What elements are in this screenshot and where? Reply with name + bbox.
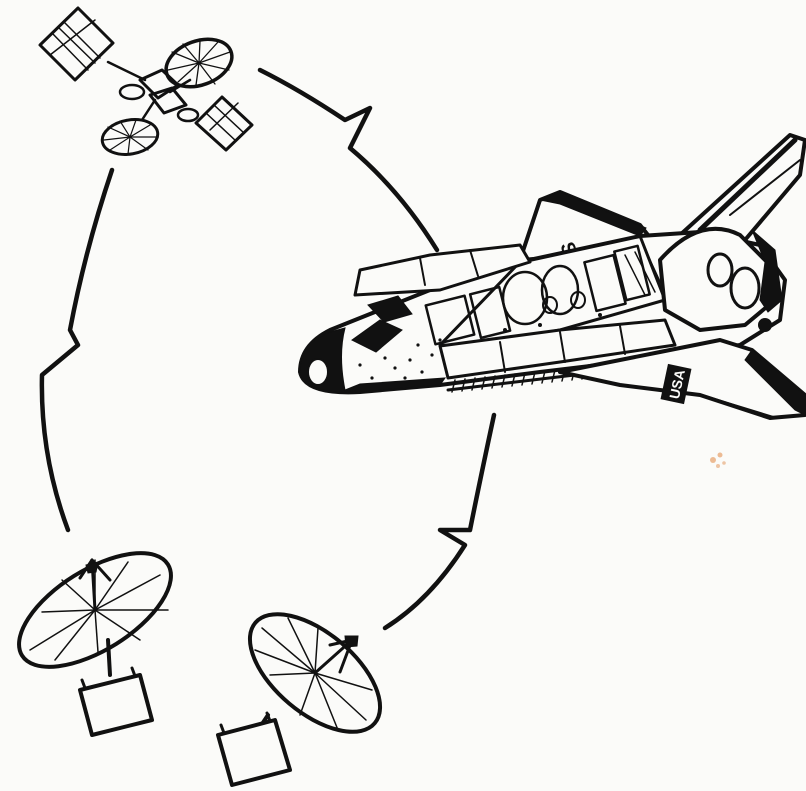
space-shuttle: S [300,135,805,418]
ground-station-right [218,592,400,785]
satellite-boom [108,62,145,80]
satellite-body [120,70,198,121]
satellite-dish-small [99,100,160,159]
ground-dish-left-pedestal [108,640,110,675]
satellite-dish-large [160,31,239,96]
shuttle-tail-fin [680,135,805,240]
ground-equipment-box-left [80,668,152,735]
signal-link-satellite-to-left-station [42,170,112,530]
signal-link-shuttle-to-right-station [385,415,494,628]
satellite-solar-panel-left [40,8,113,80]
ground-equipment-box-right [218,713,290,785]
ground-station-left [1,531,189,735]
relay-satellite [40,8,252,159]
ground-dish-left [1,531,189,690]
paper-stain [710,453,726,469]
signal-link-satellite-to-shuttle [260,70,437,250]
satellite-solar-panel-right [196,97,252,150]
